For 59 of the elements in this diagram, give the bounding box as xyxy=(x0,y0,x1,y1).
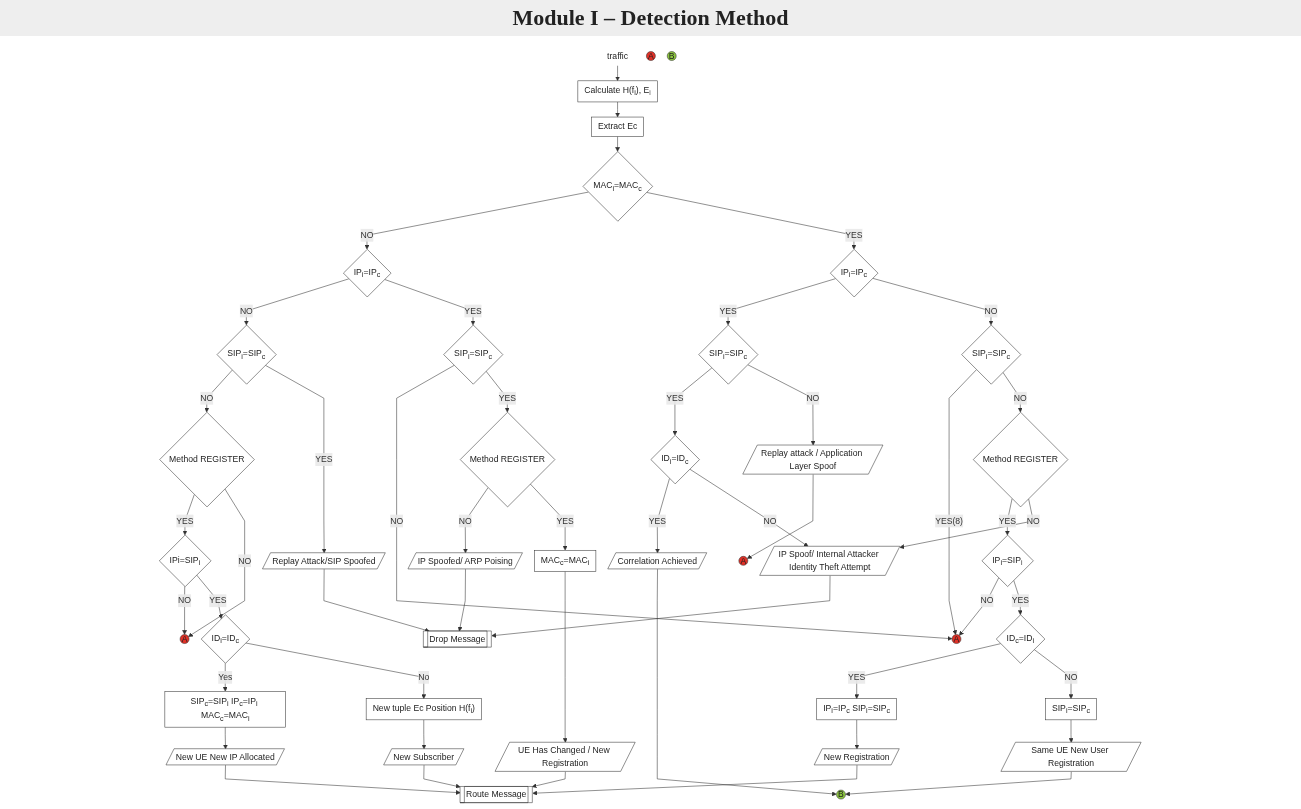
node-circle: A xyxy=(738,556,749,566)
edge-label: YES xyxy=(464,306,482,316)
edge-label: NO xyxy=(240,306,254,316)
edge-label: NO xyxy=(980,595,994,606)
edge-label: NO xyxy=(360,230,374,240)
node-diamond: SIP$_{i}$=SIP$_{c}$ xyxy=(698,324,759,385)
node-diamond: ID$_{i}$=ID$_{c}$ xyxy=(201,614,251,664)
edge-label: NO xyxy=(390,516,404,526)
node-diamond: IPi=SIP$_{i}$ xyxy=(159,534,212,587)
node-diamond: ID$_{c}$=ID$_{i}$ xyxy=(996,614,1046,664)
edge-label: NO xyxy=(238,555,252,566)
edge-label: NO xyxy=(984,306,998,316)
node-circle: B xyxy=(667,51,677,61)
node-circle: A xyxy=(180,634,190,644)
edge-label: NO xyxy=(1027,516,1041,526)
node-diamond: Method REGISTER xyxy=(460,412,556,508)
edge-label: NO xyxy=(459,516,472,526)
node-diamond: ID$_{i}$=ID$_{c}$ xyxy=(650,435,701,485)
node-diamond: MAC$_{i}$=MAC$_{c}$ xyxy=(583,151,654,222)
node-diamond: SIP$_{i}$=SIP$_{c}$ xyxy=(217,324,277,385)
edge-label: No xyxy=(418,672,430,682)
node-diamond: IP$_{i}$=IP$_{c}$ xyxy=(830,249,879,298)
diagram-title: Module I – Detection Method xyxy=(0,0,1301,36)
node-diamond: SIP$_{i}$=SIP$_{c}$ xyxy=(443,324,504,385)
node-box: MAC$_{c}$=MAC$_{i}$ xyxy=(534,550,597,572)
edge-label: YES xyxy=(315,454,333,464)
node-circle: B xyxy=(836,789,846,800)
edge-label: YES xyxy=(176,516,194,526)
edge-label: NO xyxy=(1064,672,1078,682)
edge-label: NO xyxy=(178,595,192,606)
edge-label: NO xyxy=(763,516,777,526)
edge-label: YES xyxy=(845,230,863,240)
edge-label: NO xyxy=(806,393,820,403)
edge-label: YES xyxy=(999,516,1017,526)
node-diamond: IP$_{i}$=IP$_{c}$ xyxy=(343,249,392,298)
node-circle: A xyxy=(952,634,962,644)
node-box: New tuple Ec Position H(f$_{i}$) xyxy=(366,698,482,721)
edge-label: YES xyxy=(556,516,575,526)
node-text: traffic xyxy=(607,51,629,61)
edge-label: NO xyxy=(1014,393,1028,403)
node-box: SIP$_{i}$=SIP$_{c}$ xyxy=(1045,698,1098,721)
node-diamond: Method REGISTER xyxy=(159,412,255,508)
node-box: Extract Ec xyxy=(591,116,645,137)
edge-label: YES xyxy=(498,393,517,403)
node-circle: A xyxy=(646,51,656,61)
node-box: IP$_{i}$=IP$_{c}$ SIP$_{i}$=SIP$_{c}$ xyxy=(816,698,898,721)
edge-label: YES xyxy=(719,306,737,316)
node-box: SIP$_{c}$=SIP$_{i}$ IP$_{c}$=IP$_{i}$ MAC$_{c}$=MAC$_{i}$ xyxy=(164,691,287,728)
node-diamond: SIP$_{i}$=SIP$_{c}$ xyxy=(961,324,1022,385)
edge-label: YES xyxy=(1011,595,1030,606)
edge-label: YES(8) xyxy=(935,516,964,526)
node-diamond: IP$_{i}$=SIP$_{i}$ xyxy=(981,534,1034,587)
edge-label: YES xyxy=(666,393,684,403)
edge-label: Yes xyxy=(218,672,233,682)
edge-label: NO xyxy=(200,393,214,403)
edge-label: YES xyxy=(848,672,866,682)
edge-label: YES xyxy=(209,595,227,606)
edge-label: YES xyxy=(648,516,667,526)
node-diamond: Method REGISTER xyxy=(973,412,1069,508)
